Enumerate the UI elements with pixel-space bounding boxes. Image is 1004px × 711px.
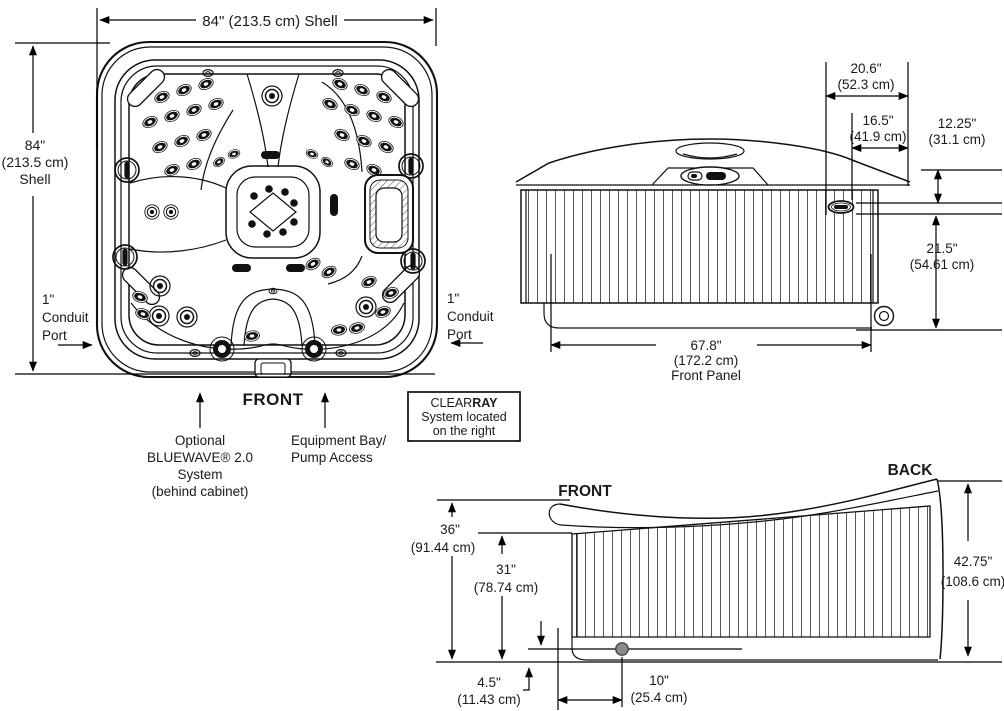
spa-profile bbox=[528, 478, 944, 661]
dim-cabinet-21-5: 21.5" (54.61 cm) bbox=[856, 215, 1002, 331]
side-jets-and-fittings bbox=[112, 68, 426, 362]
jacuzzi-logo-badge bbox=[827, 200, 855, 214]
conduit-right-l1: 1" bbox=[447, 291, 460, 306]
conduit-port-left: 1" Conduit Port bbox=[42, 292, 93, 349]
dim-4-5-l1: 4.5" bbox=[477, 675, 501, 690]
conduit-left-l2: Conduit bbox=[42, 310, 89, 325]
dim-16-5-l2: (41.9 cm) bbox=[849, 129, 906, 144]
side-view-back-label: BACK bbox=[888, 462, 934, 479]
conduit-left-l1: 1" bbox=[42, 292, 55, 307]
conduit-port-right: 1" Conduit Port bbox=[447, 291, 494, 347]
dim-front-panel-67-8: 67.8" (172.2 cm) Front Panel bbox=[550, 254, 872, 383]
dim-12-25-l2: (31.1 cm) bbox=[928, 132, 985, 147]
conduit-left-l3: Port bbox=[42, 328, 67, 343]
side-view: FRONT BACK 36" (91.44 cm) 31" (78.74 cm)… bbox=[411, 462, 1004, 710]
bluewave-callout: Optional BLUEWAVE® 2.0 System (behind ca… bbox=[147, 433, 253, 499]
equipment-callout: Equipment Bay/ Pump Access bbox=[291, 433, 387, 465]
conduit-right-l2: Conduit bbox=[447, 309, 494, 324]
spa-cover-front bbox=[515, 138, 911, 186]
dim-shell-height: 84" (213.5 cm) Shell bbox=[2, 42, 435, 375]
front-view: 20.6" (52.3 cm) 16.5" (41.9 cm) 12.25" (… bbox=[515, 61, 1002, 383]
caster-wheel bbox=[873, 305, 895, 327]
dim-10-l1: 10" bbox=[649, 673, 669, 688]
conduit-right-l3: Port bbox=[447, 327, 472, 342]
seat-contours bbox=[129, 73, 405, 350]
lounge-pillow bbox=[364, 174, 414, 254]
bluewave-l3: System bbox=[177, 467, 222, 482]
clearray-l1: CLEARRAY bbox=[431, 396, 499, 410]
bluewave-l2: BLUEWAVE® 2.0 bbox=[147, 450, 253, 465]
dim-front-height-36: 36" (91.44 cm) bbox=[411, 499, 570, 660]
dim-42-75-l1: 42.75" bbox=[954, 554, 993, 569]
dim-shell-height-l1: 84" bbox=[25, 137, 46, 153]
dim-lip-12-25: 12.25" (31.1 cm) bbox=[856, 116, 1002, 215]
dim-skirt-height-31: 31" (78.74 cm) bbox=[474, 532, 572, 660]
equipment-l2: Pump Access bbox=[291, 450, 373, 465]
equipment-l1: Equipment Bay/ bbox=[291, 433, 387, 448]
dim-36-l1: 36" bbox=[440, 522, 460, 537]
dim-67-8-l1: 67.8" bbox=[690, 338, 721, 353]
dim-shell-height-l3: Shell bbox=[19, 171, 50, 187]
clearray-l3: on the right bbox=[433, 424, 496, 438]
dim-shell-width: 84" (213.5 cm) Shell bbox=[96, 8, 437, 148]
dim-back-height-42-75: 42.75" (108.6 cm) bbox=[937, 480, 1004, 657]
dim-67-8-l3: Front Panel bbox=[671, 368, 741, 383]
dim-16-5-l1: 16.5" bbox=[862, 113, 893, 128]
jet-cluster-bottom-right bbox=[302, 254, 401, 338]
footwell bbox=[225, 165, 321, 259]
dim-drain-height-4-5: 4.5" (11.43 cm) bbox=[457, 621, 545, 707]
bluewave-l1: Optional bbox=[175, 433, 225, 448]
dim-drain-offset-10: 10" (25.4 cm) bbox=[557, 628, 688, 710]
dim-cover-16-5: 16.5" (41.9 cm) bbox=[849, 113, 909, 200]
dim-10-l2: (25.4 cm) bbox=[630, 690, 687, 705]
dim-shell-width-label: 84" (213.5 cm) Shell bbox=[202, 13, 337, 30]
cabinet-front bbox=[520, 189, 895, 329]
dim-31-l1: 31" bbox=[496, 562, 516, 577]
bluewave-l4: (behind cabinet) bbox=[152, 484, 249, 499]
dim-42-75-l2: (108.6 cm) bbox=[941, 574, 1004, 589]
jet-cluster-bottom-left bbox=[130, 275, 262, 344]
drain-fitting bbox=[615, 642, 629, 656]
dim-cover-20-6: 20.6" (52.3 cm) bbox=[825, 61, 909, 215]
dim-31-l2: (78.74 cm) bbox=[474, 580, 539, 595]
dim-20-6-l1: 20.6" bbox=[850, 61, 881, 76]
dim-67-8-l2: (172.2 cm) bbox=[674, 353, 739, 368]
dim-21-5-l2: (54.61 cm) bbox=[910, 257, 975, 272]
top-view-front-label: FRONT bbox=[242, 390, 303, 409]
dim-20-6-l2: (52.3 cm) bbox=[837, 77, 894, 92]
dim-shell-height-l2: (213.5 cm) bbox=[2, 154, 69, 170]
clearray-note-box: CLEARRAY System located on the right bbox=[407, 391, 521, 442]
dim-36-l2: (91.44 cm) bbox=[411, 540, 476, 555]
top-view: 84" (213.5 cm) Shell 84" (213.5 cm) Shel… bbox=[2, 8, 521, 499]
dim-4-5-l2: (11.43 cm) bbox=[457, 692, 521, 707]
side-view-front-label: FRONT bbox=[558, 483, 612, 500]
dim-21-5-l1: 21.5" bbox=[926, 241, 957, 256]
dim-12-25-l1: 12.25" bbox=[938, 116, 977, 131]
clearray-l2: System located bbox=[421, 410, 507, 424]
